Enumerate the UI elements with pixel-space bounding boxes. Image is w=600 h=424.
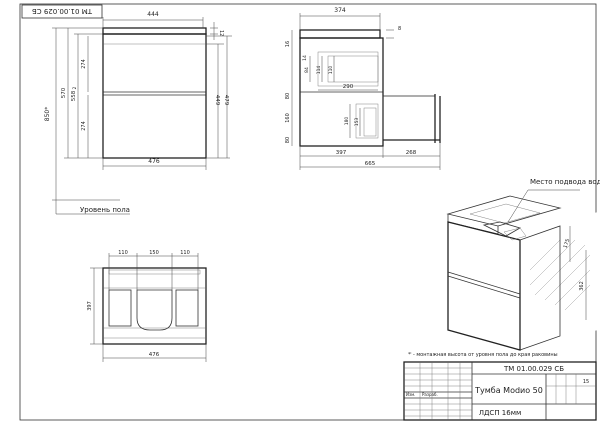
corner-stamp: ТМ 01.00.029 СБ	[21, 4, 103, 19]
floor-level-label: Уровень пола	[80, 206, 130, 214]
isometric-view: Место подвода воды и слива 175 362	[446, 178, 600, 351]
dim-84: 84	[304, 67, 310, 73]
dim-8: 8	[398, 26, 401, 32]
title-code: ТМ 01.00.029 СБ	[503, 365, 564, 373]
title-col-a: Изм.	[406, 392, 415, 397]
dim-570: 570	[61, 87, 67, 98]
dim-374: 374	[334, 7, 346, 14]
title-material: ЛДСП 16мм	[479, 409, 522, 417]
dim-558: 558	[71, 90, 77, 101]
dim-12: 12	[218, 30, 224, 36]
title-sheet-num: 15	[583, 379, 589, 385]
dim-476-front: 476	[148, 158, 160, 165]
dim-274-upper: 274	[81, 59, 87, 69]
iso-callout: Место подвода воды и слива	[530, 178, 600, 186]
dim-16: 16	[285, 41, 291, 47]
dim-362: 362	[579, 281, 585, 291]
dim-665: 665	[365, 161, 376, 167]
dim-150: 150	[149, 250, 159, 256]
dim-444: 444	[147, 11, 159, 18]
sheet-frame	[19, 3, 597, 421]
dim-110-a: 110	[118, 250, 128, 256]
dim-476-top: 476	[149, 352, 160, 358]
dim-268: 268	[406, 150, 417, 156]
dim-175: 175	[563, 238, 572, 249]
dim-160: 160	[285, 113, 291, 123]
dim-14: 14	[302, 55, 308, 61]
dim-180: 180	[344, 117, 350, 126]
dim-479: 479	[223, 95, 229, 106]
dim-114: 114	[316, 66, 322, 75]
dim-397-side: 397	[336, 150, 347, 156]
corner-stamp-text: ТМ 01.00.029 СБ	[32, 7, 93, 15]
title-block: Изм. Разраб. ТМ 01.00.029 СБ Тумба Modио…	[403, 361, 597, 421]
title-col-b: Разраб.	[422, 392, 438, 397]
dim-80: 80	[285, 93, 291, 99]
top-view: 110 150 110 397 476	[87, 250, 207, 362]
dim-850: 850*	[44, 107, 51, 121]
footnote: *ⁱ - монтажная высота от уровня пола до …	[408, 352, 558, 358]
dim-449: 449	[214, 95, 220, 106]
dim-397-top: 397	[87, 301, 93, 311]
dim-110-b: 110	[180, 250, 190, 256]
dim-110: 110	[328, 66, 334, 75]
dim-2: 2	[72, 86, 78, 89]
dim-274-lower: 274	[81, 121, 87, 131]
dim-80b: 80	[285, 137, 291, 143]
front-view: 444 12 449 479 850* 570 558 274 274 2	[44, 11, 232, 215]
side-view: 374 8 16 80 160 80 84 114 110 14 290 180…	[285, 7, 441, 170]
dim-290: 290	[343, 84, 354, 90]
dim-153: 153	[354, 118, 360, 127]
title-name: Тумба Modио 50	[474, 386, 543, 395]
iso-callout-text: Место подвода воды и слива	[530, 178, 600, 186]
